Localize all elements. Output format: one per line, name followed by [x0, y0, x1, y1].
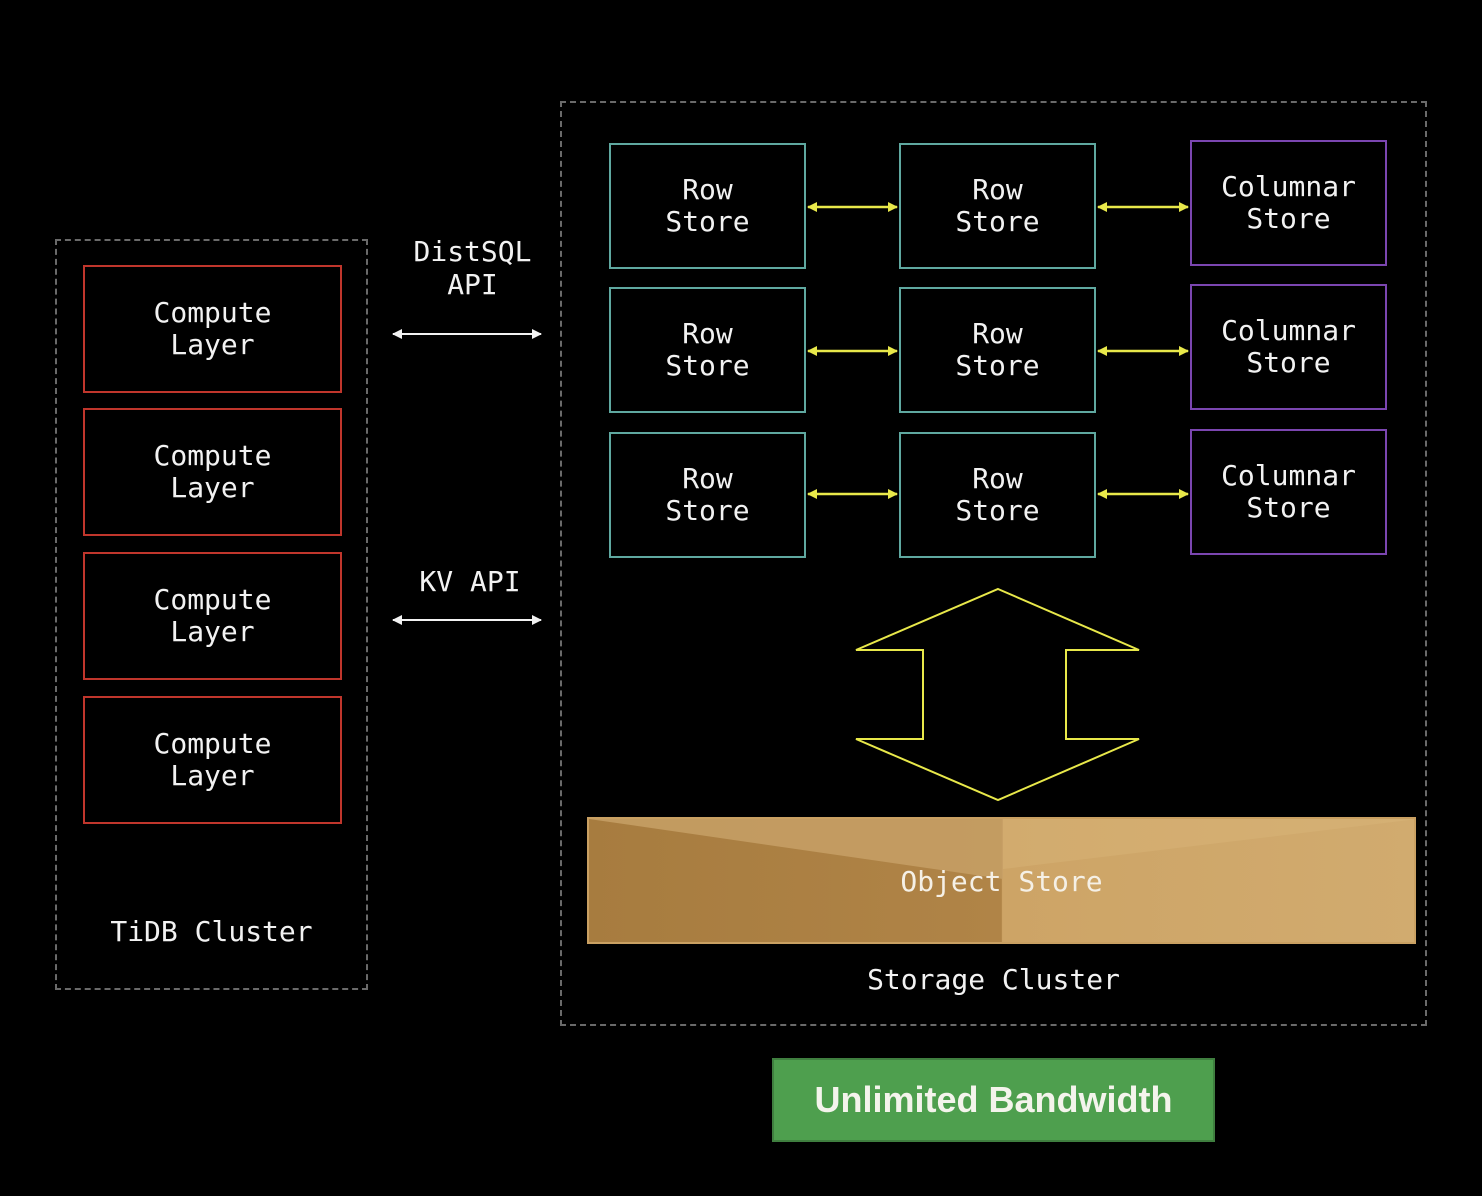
columnar-store-node: Columnar Store [1190, 429, 1387, 555]
row-store-node: Row Store [899, 432, 1096, 558]
unlimited-bandwidth-badge: Unlimited Bandwidth [772, 1058, 1215, 1142]
compute-layer-node: Compute Layer [83, 408, 342, 536]
compute-layer-node: Compute Layer [83, 552, 342, 680]
object-store: Object Store [587, 817, 1416, 944]
object-store-sheen [589, 819, 1414, 879]
bidirectional-block-arrow [855, 587, 1140, 802]
row-store-node: Row Store [609, 432, 806, 558]
tidb-cluster [55, 239, 368, 990]
row-store-node: Row Store [899, 287, 1096, 413]
storage-cluster [560, 101, 1427, 1026]
compute-layer-node: Compute Layer [83, 265, 342, 393]
kv-api-label: KV API [419, 565, 521, 598]
object-store-label: Object Store [900, 865, 1103, 898]
compute-layer-node: Compute Layer [83, 696, 342, 824]
columnar-store-node: Columnar Store [1190, 284, 1387, 410]
row-store-node: Row Store [609, 143, 806, 269]
row-store-node: Row Store [899, 143, 1096, 269]
tidb-cluster-label: TiDB Cluster [110, 915, 313, 948]
distsql-api-label: DistSQL API [413, 235, 532, 301]
storage-cluster-label: Storage Cluster [867, 963, 1120, 996]
columnar-store-node: Columnar Store [1190, 140, 1387, 266]
row-store-node: Row Store [609, 287, 806, 413]
